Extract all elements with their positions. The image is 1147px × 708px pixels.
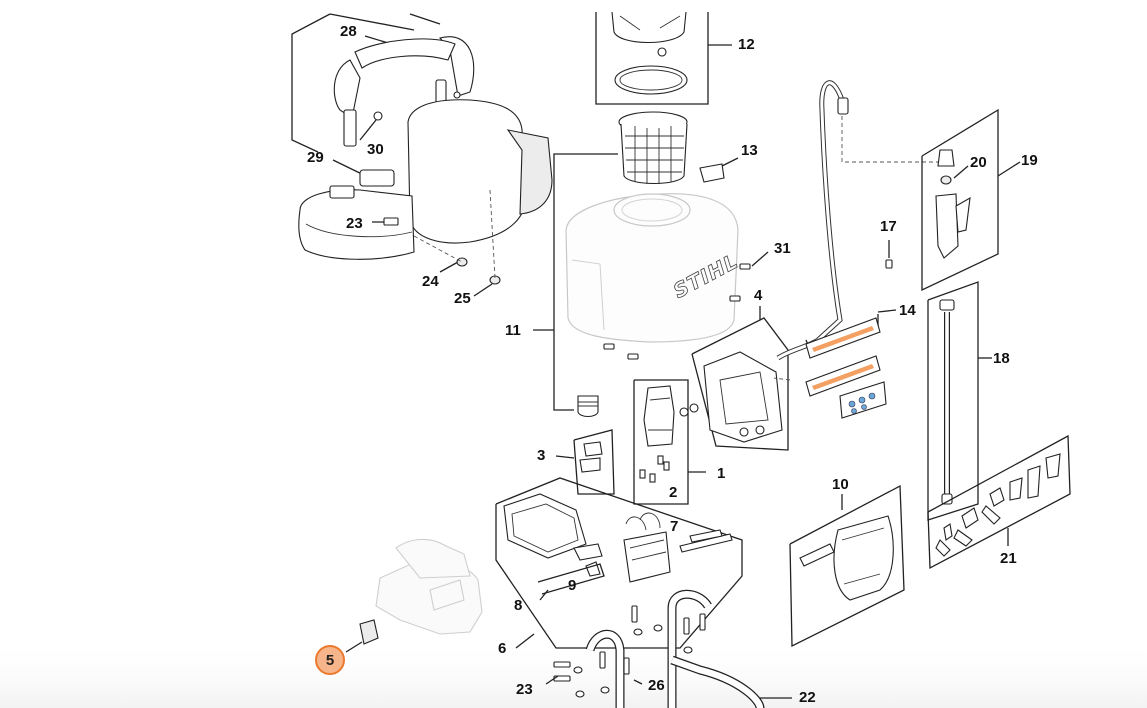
decal-set [805,309,897,419]
callout-23-frame[interactable]: 23 [516,681,533,698]
control-housing [691,306,791,451]
callout-1[interactable]: 1 [717,465,726,482]
battery-compartment-assembly [495,477,743,649]
callout-8[interactable]: 8 [514,597,523,614]
callout-13[interactable]: 13 [741,142,758,159]
callout-7[interactable]: 7 [670,518,679,535]
callout-5-highlighted[interactable]: 5 [315,645,345,675]
callout-31[interactable]: 31 [774,240,791,257]
callout-26[interactable]: 26 [648,677,665,694]
hose-clip [699,157,739,183]
callout-17[interactable]: 17 [880,218,897,235]
callout-11[interactable]: 11 [505,322,521,339]
harness-assembly [291,13,553,297]
spray-lance [927,281,992,521]
callout-10[interactable]: 10 [832,476,849,493]
callout-21[interactable]: 21 [1000,550,1017,567]
callout-6[interactable]: 6 [498,640,507,657]
callout-23-harness[interactable]: 23 [346,215,363,232]
callout-9[interactable]: 9 [568,577,577,594]
hose-assembly [776,80,944,361]
callout-14[interactable]: 14 [899,302,916,319]
valve-assembly [921,108,1021,292]
clamp-kit [555,429,615,495]
callout-2[interactable]: 2 [669,484,678,501]
callout-20[interactable]: 20 [970,154,987,171]
callout-4[interactable]: 4 [754,287,763,304]
carrier-frame [545,589,792,708]
callout-28[interactable]: 28 [340,23,357,40]
switch-part [345,619,379,653]
callout-22[interactable]: 22 [799,689,816,706]
callout-24[interactable]: 24 [422,273,439,290]
callout-5-label: 5 [325,651,335,669]
nozzle-set [927,434,1071,570]
callout-3[interactable]: 3 [537,447,546,464]
tank-assembly: STIHL [565,111,893,360]
tank-lid-assembly [595,11,732,105]
callout-18[interactable]: 18 [993,350,1010,367]
strainer-bracket [533,153,618,418]
callout-30[interactable]: 30 [367,141,384,158]
frame-ghost [375,538,483,635]
callout-25[interactable]: 25 [454,290,471,307]
callout-29[interactable]: 29 [307,149,324,166]
callout-12[interactable]: 12 [738,36,755,53]
protective-cover [789,484,905,648]
callout-19[interactable]: 19 [1021,152,1038,169]
pump-assembly [633,379,706,505]
